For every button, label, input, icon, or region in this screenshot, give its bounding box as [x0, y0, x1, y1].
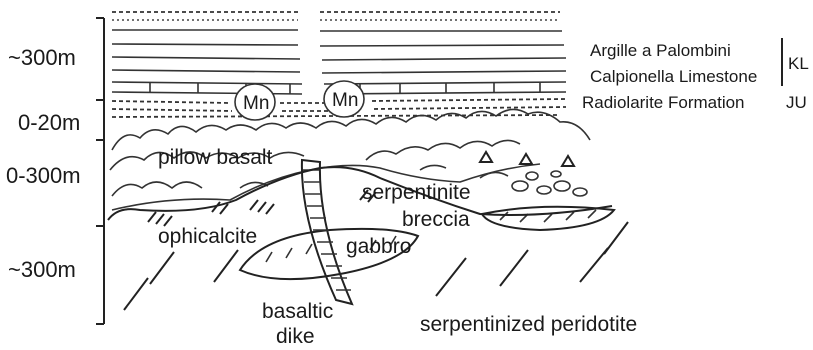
formation-radiolarite: Radiolarite Formation	[582, 93, 745, 112]
ophicalcite-hatching	[148, 190, 376, 226]
age-ju: JU	[786, 93, 807, 112]
formation-calpionella-limestone: Calpionella Limestone	[590, 67, 757, 86]
argille-a-palombini-layers	[112, 12, 566, 73]
label-dike: dike	[276, 325, 315, 348]
svg-text:Mn: Mn	[243, 93, 269, 114]
label-gabbro: gabbro	[346, 235, 411, 258]
serpentinite-breccia-unit	[480, 152, 614, 230]
label-serpentinized-peridotite: serpentinized peridotite	[420, 313, 637, 336]
depth-scale	[96, 18, 104, 324]
label-serpentinite: serpentinite	[362, 181, 471, 204]
age-kl: KL	[788, 54, 809, 73]
label-pillow-basalt: pillow basalt	[158, 146, 273, 169]
mn-nodule-right: Mn	[324, 81, 364, 117]
svg-text:Mn: Mn	[332, 90, 358, 111]
label-ophicalcite: ophicalcite	[158, 225, 257, 248]
label-basaltic: basaltic	[262, 300, 333, 323]
depth-label-peridotite: ~300m	[8, 257, 76, 282]
depth-label-basalt: 0-300m	[6, 163, 81, 188]
mn-nodule-left: Mn	[235, 84, 275, 120]
depth-label-sediments: ~300m	[8, 45, 76, 70]
label-breccia: breccia	[402, 208, 470, 231]
formation-argille-a-palombini: Argille a Palombini	[590, 41, 731, 60]
depth-label-radiolarite: 0-20m	[18, 110, 80, 135]
